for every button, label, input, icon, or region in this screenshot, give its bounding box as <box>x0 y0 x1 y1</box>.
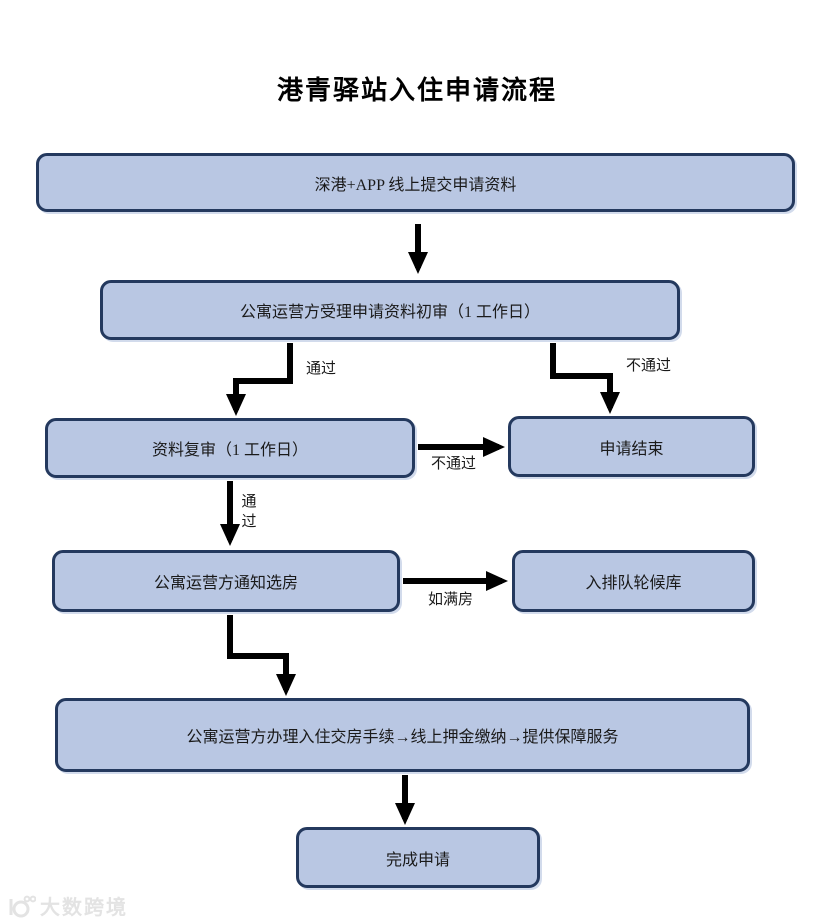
edge-label-pass-recheck: 通过 <box>241 494 257 531</box>
edge-label-fail-recheck: 不通过 <box>431 456 477 472</box>
node-notify-room-select: 公寓运营方通知选房 <box>52 550 400 612</box>
node-waiting-queue: 入排队轮候库 <box>512 550 755 612</box>
arrow-notify-to-handover <box>227 615 296 696</box>
page-title: 港青驿站入住申请流程 <box>276 76 557 105</box>
node-checkin-handover: 公寓运营方办理入住交房手续→线上押金缴纳→提供保障服务 <box>55 698 750 772</box>
watermark-text: 大数跨境 <box>40 897 128 919</box>
watermark-logo-icon <box>9 895 36 917</box>
node-submit-application: 深港+APP 线上提交申请资料 <box>36 153 795 212</box>
node-application-end: 申请结束 <box>508 416 755 477</box>
node-initial-review: 公寓运营方受理申请资料初审（1 工作日） <box>100 280 680 340</box>
edge-label-pass-initial: 通过 <box>306 361 337 377</box>
node-complete-application: 完成申请 <box>296 827 540 888</box>
edge-label-if-full: 如满房 <box>428 592 474 608</box>
watermark: 大数跨境 <box>8 891 128 920</box>
arrow-initial-pass-to-recheck <box>226 343 293 416</box>
edge-label-fail-initial: 不通过 <box>626 358 672 374</box>
node-recheck-review: 资料复审（1 工作日） <box>45 418 415 478</box>
arrow-initial-fail-to-end <box>550 343 620 414</box>
